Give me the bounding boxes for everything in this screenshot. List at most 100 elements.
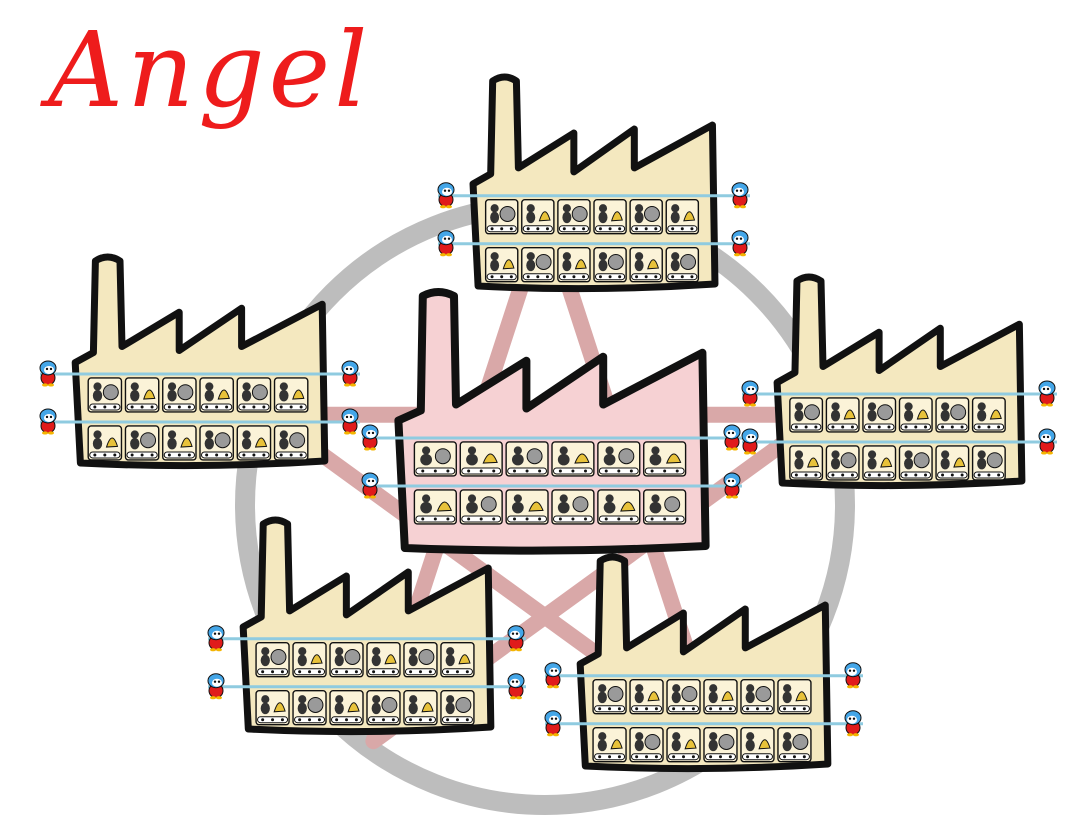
penguin-mascot-icon bbox=[361, 472, 379, 499]
production-station bbox=[124, 377, 160, 413]
production-station bbox=[592, 679, 627, 715]
production-station bbox=[629, 246, 663, 283]
production-station bbox=[403, 642, 438, 678]
penguin-mascot-icon bbox=[723, 472, 741, 499]
production-station bbox=[665, 198, 700, 235]
production-station bbox=[484, 198, 519, 235]
penguin-mascot-icon bbox=[544, 662, 562, 689]
penguin-mascot-icon bbox=[1038, 380, 1056, 407]
penguin-mascot-icon bbox=[507, 673, 525, 700]
penguin-mascot-icon bbox=[1038, 428, 1056, 455]
penguin-mascot-icon bbox=[341, 408, 359, 435]
penguin-mascot-icon bbox=[341, 360, 359, 387]
factory-building bbox=[71, 253, 329, 470]
production-station bbox=[666, 679, 701, 715]
penguin-mascot-icon bbox=[731, 182, 749, 209]
production-station bbox=[255, 642, 290, 678]
production-station bbox=[366, 690, 401, 726]
production-station bbox=[162, 425, 197, 461]
factory-building bbox=[469, 73, 719, 293]
penguin-mascot-icon bbox=[207, 673, 225, 700]
production-station bbox=[629, 679, 664, 715]
factory-center bbox=[361, 288, 742, 555]
production-station bbox=[459, 441, 503, 477]
production-station bbox=[666, 727, 701, 763]
production-station bbox=[459, 489, 503, 525]
penguin-mascot-icon bbox=[544, 710, 562, 737]
production-station bbox=[629, 727, 664, 763]
production-station bbox=[505, 441, 549, 477]
production-station bbox=[440, 642, 475, 678]
penguin-mascot-icon bbox=[39, 408, 57, 435]
production-station bbox=[592, 727, 627, 763]
production-station bbox=[777, 679, 812, 715]
factory-bottom-left bbox=[207, 516, 526, 736]
production-station bbox=[329, 690, 364, 726]
production-station bbox=[789, 397, 824, 433]
production-station bbox=[87, 377, 123, 413]
penguin-mascot-icon bbox=[844, 662, 862, 689]
production-station bbox=[703, 679, 738, 715]
factory-left bbox=[39, 253, 360, 470]
factory-building bbox=[239, 516, 495, 736]
production-station bbox=[366, 642, 401, 678]
production-station bbox=[629, 198, 663, 235]
penguin-mascot-icon bbox=[741, 428, 759, 455]
production-station bbox=[484, 246, 519, 283]
production-station bbox=[236, 425, 272, 461]
factory-building bbox=[773, 273, 1026, 490]
production-station bbox=[255, 690, 290, 726]
penguin-mascot-icon bbox=[731, 230, 749, 257]
production-station bbox=[740, 679, 775, 715]
production-station bbox=[236, 377, 272, 413]
production-station bbox=[273, 425, 309, 461]
production-station bbox=[557, 198, 591, 235]
penguin-mascot-icon bbox=[741, 380, 759, 407]
production-station bbox=[898, 445, 933, 481]
production-station bbox=[597, 489, 641, 525]
production-station bbox=[777, 727, 812, 763]
production-station bbox=[935, 445, 970, 481]
production-station bbox=[703, 727, 738, 763]
production-station bbox=[521, 246, 555, 283]
production-station bbox=[124, 425, 160, 461]
production-station bbox=[597, 441, 641, 477]
production-station bbox=[789, 445, 824, 481]
production-station bbox=[199, 425, 234, 461]
production-station bbox=[643, 489, 687, 525]
penguin-mascot-icon bbox=[844, 710, 862, 737]
production-station bbox=[971, 445, 1006, 481]
production-station bbox=[87, 425, 123, 461]
production-station bbox=[825, 397, 860, 433]
production-station bbox=[643, 441, 687, 477]
factory-bottom-right bbox=[544, 553, 863, 773]
penguin-mascot-icon bbox=[723, 424, 741, 451]
production-station bbox=[557, 246, 591, 283]
production-station bbox=[935, 397, 970, 433]
production-station bbox=[521, 198, 555, 235]
penguin-mascot-icon bbox=[437, 230, 455, 257]
penguin-mascot-icon bbox=[361, 424, 379, 451]
factory-top bbox=[437, 73, 750, 293]
diagram-title: Angel bbox=[48, 9, 372, 131]
penguin-mascot-icon bbox=[437, 182, 455, 209]
production-station bbox=[898, 397, 933, 433]
production-station bbox=[162, 377, 197, 413]
production-station bbox=[413, 489, 457, 525]
production-station bbox=[199, 377, 234, 413]
production-station bbox=[825, 445, 860, 481]
production-station bbox=[505, 489, 549, 525]
production-station bbox=[403, 690, 438, 726]
production-station bbox=[593, 198, 627, 235]
penguin-mascot-icon bbox=[39, 360, 57, 387]
production-station bbox=[862, 397, 897, 433]
production-station bbox=[665, 246, 700, 283]
production-station bbox=[413, 441, 457, 477]
production-station bbox=[329, 642, 364, 678]
production-station bbox=[551, 441, 595, 477]
production-station bbox=[440, 690, 475, 726]
production-station bbox=[740, 727, 775, 763]
production-station bbox=[292, 690, 327, 726]
production-station bbox=[273, 377, 309, 413]
